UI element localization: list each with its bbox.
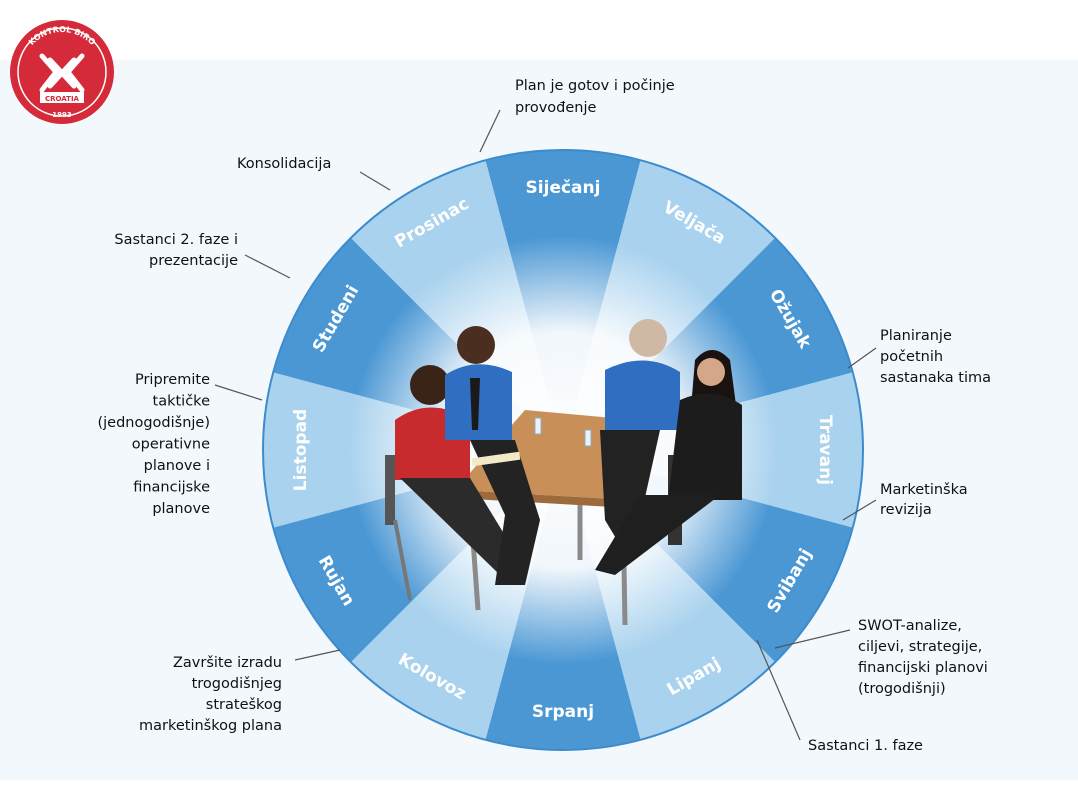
annotation-text: Konsolidacija [237, 156, 331, 172]
annotation-line: revizija [880, 502, 932, 518]
annotation-text: Pripremite taktičke (jednogodišnje) operati… [97, 372, 210, 517]
annotation-line: Sastanci 1. faze [808, 738, 923, 754]
annotation-line: početnih [880, 349, 943, 365]
glass [534, 417, 542, 435]
annotation-pointer [359, 171, 391, 191]
annotation-line: Plan je gotov i počinje [515, 78, 675, 94]
person-older-head [629, 319, 667, 357]
annotation-line: SWOT-analize, [858, 618, 962, 634]
annotation-line: (jednogodišnje) [97, 415, 210, 431]
person-older-body [605, 360, 680, 430]
annotation-line: sastanaka tima [880, 370, 991, 386]
annotation-pointer [842, 499, 877, 521]
annotation-line: Planiranje [880, 328, 952, 344]
kontrol-biro-logo: KONTROL BIRO CROATIA 1993 [10, 20, 114, 124]
annotation-line: provođenje [515, 100, 597, 116]
annotation-pointer [294, 649, 341, 661]
annotation-line: ciljevi, strategije, [858, 639, 982, 655]
month-label: Listopad [291, 409, 311, 491]
person-blue-legs [470, 440, 540, 585]
annotation-line: Konsolidacija [237, 156, 331, 172]
annotation-line: prezentacije [149, 253, 238, 269]
logo-banner [40, 92, 84, 103]
annotation-pointer [479, 109, 501, 153]
notepad [471, 451, 521, 467]
annotation-pointer [244, 254, 291, 279]
logo-bottom-text: CROATIA [45, 95, 80, 103]
annotation-text: Sastanci 2. faze i prezentacije [114, 232, 238, 269]
annotation-text: Planiranje početnih sastanaka tima [880, 328, 991, 386]
annotations: Plan je gotov i počinje provođenjeKonsoli… [97, 78, 991, 754]
person-older-legs [600, 430, 660, 545]
annotation-line: Sastanci 2. faze i [114, 232, 238, 248]
annotation-line: (trogodišnji) [858, 681, 946, 697]
person-woman-body [668, 393, 742, 500]
annotation-text: SWOT-analize, ciljevi, strategije, financi… [858, 618, 988, 697]
annotation-line: taktičke [153, 394, 211, 410]
glass [584, 429, 592, 447]
annotation-pointers [214, 109, 877, 741]
annotation-line: marketinškog plana [139, 718, 282, 734]
annotation-text: Završite izradu trogodišnjeg strateškog mar… [139, 655, 282, 734]
person-red-head [410, 365, 450, 405]
annotation-text: Plan je gotov i počinje provođenje [515, 78, 675, 116]
person-woman-head [697, 358, 725, 386]
logo-lions-icon [39, 53, 85, 93]
annotation-text: Sastanci 1. faze [808, 738, 923, 754]
person-red-legs [400, 478, 520, 575]
annotation-pointer [214, 384, 263, 401]
annotation-pointer [774, 629, 851, 649]
chair-leg [393, 519, 412, 601]
chair [385, 455, 395, 525]
annotation-text: Marketinška revizija [880, 482, 968, 518]
ring-outline [262, 149, 864, 751]
meeting-illustration [385, 319, 742, 626]
person-blue-tie [470, 378, 480, 430]
annotation-line: operativne [132, 437, 210, 453]
month-label: Srpanj [532, 702, 594, 722]
annotation-line: Marketinška [880, 482, 968, 498]
annotation-line: planove [152, 501, 210, 517]
annotation-line: Završite izradu [173, 655, 282, 671]
annotation-line: financijske [133, 480, 210, 496]
logo-year-text: 1993 [52, 111, 72, 119]
annotation-pointer [756, 639, 801, 741]
month-label: Siječanj [526, 178, 601, 198]
person-blue-head [457, 326, 495, 364]
annotation-line: financijski planovi [858, 660, 988, 676]
month-label: Travanj [815, 415, 835, 485]
annotation-line: trogodišnjeg [192, 676, 282, 692]
logo-inner-ring [17, 27, 107, 117]
person-woman-legs [595, 495, 720, 575]
annotation-pointer [847, 347, 877, 369]
annotation-line: planove i [144, 458, 210, 474]
annotation-line: Pripremite [135, 372, 210, 388]
annotation-line: strateškog [206, 697, 282, 713]
